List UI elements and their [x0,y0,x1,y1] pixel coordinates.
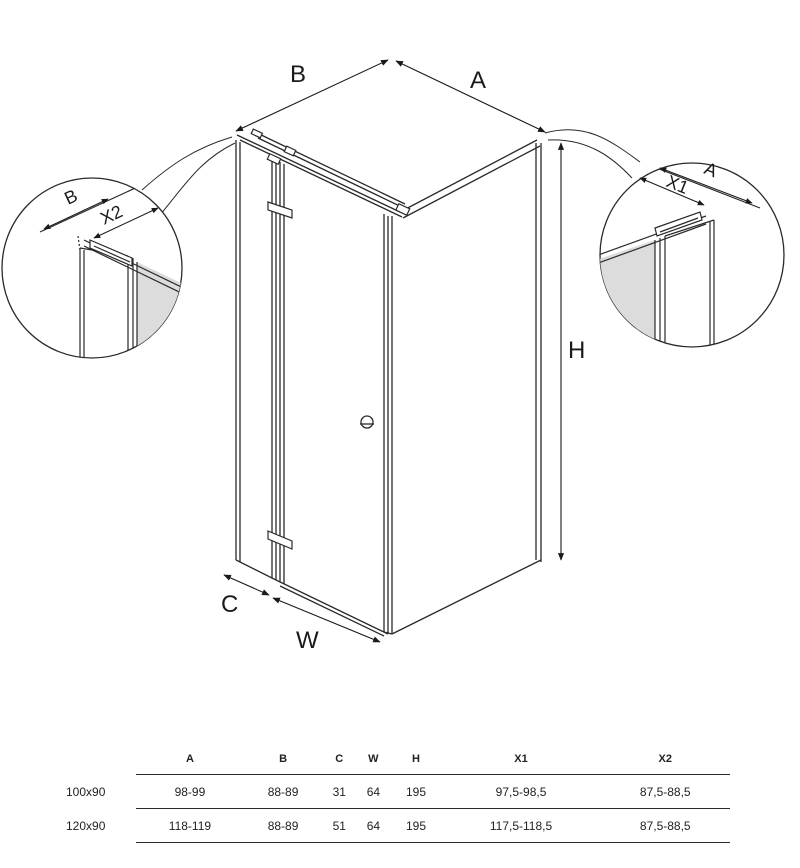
table-header-cell: B [243,744,323,775]
table-header-cell: W [356,744,391,775]
table-header-row: A B C W H X1 X2 [66,744,730,775]
dimension-lines [223,59,565,643]
table-row: 120x90 118-119 88-89 51 64 195 117,5-118… [66,808,730,843]
enclosure-drawing [235,131,542,637]
table-header-cell: X2 [600,744,730,775]
table-cell: 87,5-88,5 [600,774,730,809]
dim-label-H: H [568,337,585,364]
table-cell: 64 [356,808,391,843]
table-cell: 88-89 [243,808,323,843]
detail-left-callout [1,136,236,359]
dimensions-table: A B C W H X1 X2 100x90 98-99 88-89 31 64… [66,744,730,843]
table-cell: 195 [390,808,442,843]
table-header-cell: X1 [441,744,601,775]
table-cell: 31 [322,774,357,809]
dim-label-B: B [290,61,306,88]
table-header-cell [66,744,136,775]
table-cell: 98-99 [136,774,244,809]
door-knob [360,415,374,429]
table-cell: 97,5-98,5 [441,774,601,809]
table-cell: 87,5-88,5 [600,808,730,843]
dim-label-C: C [221,591,238,618]
table-header-cell: C [322,744,357,775]
dim-label-W: W [296,627,319,654]
table-cell: 118-119 [136,808,244,843]
top-brackets [250,128,411,216]
shower-enclosure-diagram: B A H C W [1,59,785,654]
table-cell: 51 [322,808,357,843]
table-cell: 117,5-118,5 [441,808,601,843]
dim-label-A: A [470,67,486,94]
door-hinges [267,201,293,550]
table-row-label: 100x90 [66,784,106,799]
table-header-cell: A [136,744,244,775]
table-cell: 88-89 [243,774,323,809]
table-header-cell: H [390,744,442,775]
table-cell: 64 [356,774,391,809]
detail-right-callout [544,129,785,348]
table-row: 100x90 98-99 88-89 31 64 195 97,5-98,5 8… [66,774,730,809]
table-cell: 195 [390,774,442,809]
table-row-label: 120x90 [66,818,106,833]
